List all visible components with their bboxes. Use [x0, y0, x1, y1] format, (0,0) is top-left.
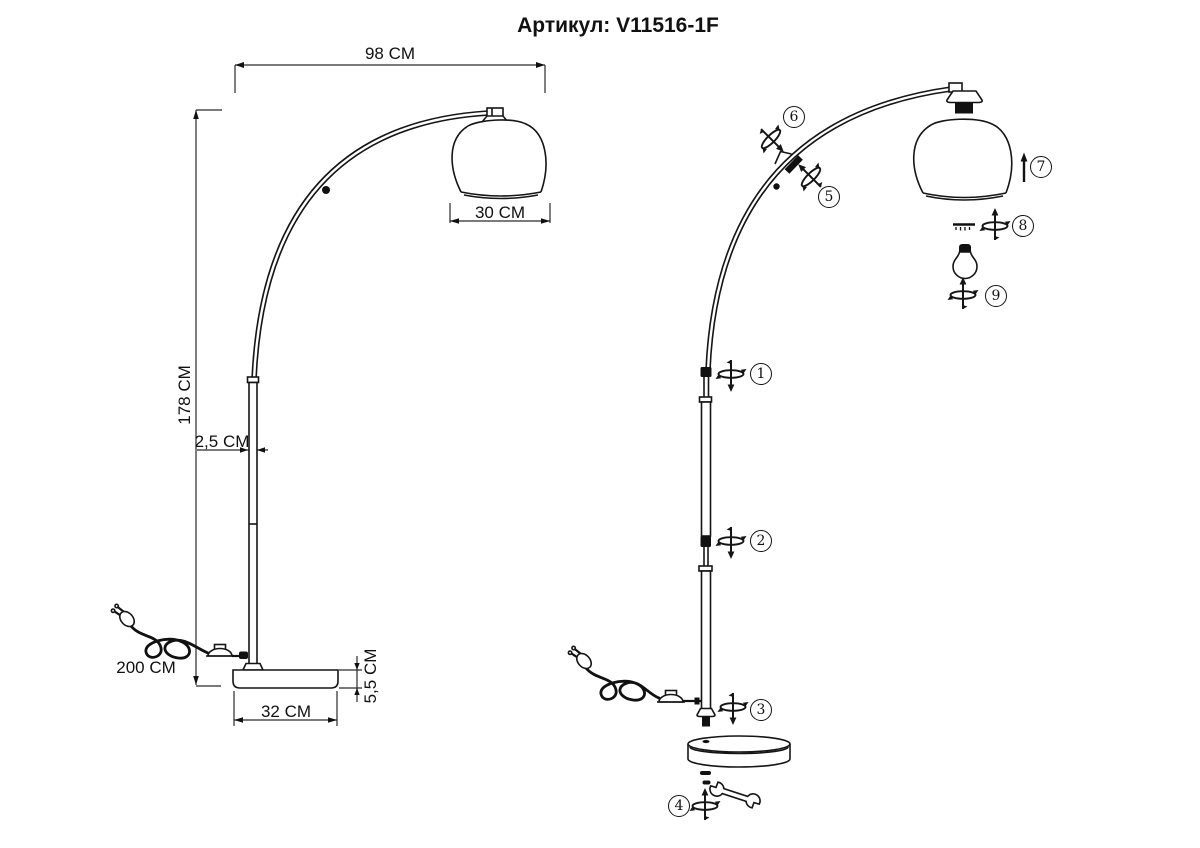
screw-rotation-icon-step2 [714, 526, 748, 560]
step-number-5: 5 [818, 186, 840, 208]
lamp-shade-left [451, 107, 547, 200]
shade-ring-part [953, 223, 975, 231]
screw-rotation-icon-step9 [946, 276, 980, 310]
step-number-4: 4 [668, 795, 690, 817]
arc-connector [784, 155, 803, 174]
step-number-3: 3 [750, 699, 772, 721]
screw-rotation-icon-step3 [716, 692, 750, 726]
arc-end-elbow [774, 150, 792, 165]
insert-direction-arrow-icon [1020, 152, 1028, 182]
power-plug-icon [567, 645, 593, 670]
dim-label-base-height: 5,5 CM [361, 648, 380, 704]
light-bulb-icon [952, 244, 978, 280]
step-number-1: 1 [750, 363, 772, 385]
lamp-pole-left [241, 376, 265, 671]
page-title: Артикул: V11516-1F [517, 14, 719, 37]
screw-rotation-icon-step8 [978, 207, 1012, 241]
wrench-icon [709, 781, 761, 809]
dim-label-shade-diameter: 30 CM [474, 203, 526, 222]
lamp-shade-assembly [913, 118, 1013, 201]
power-cord-right [567, 645, 702, 705]
step-number-9: 9 [985, 285, 1007, 307]
dim-line-arc-width [234, 62, 546, 93]
dim-line-base-height [339, 656, 362, 702]
assembly-base [687, 735, 791, 768]
base-bolts [700, 771, 711, 785]
dim-line-shade [449, 203, 551, 224]
dim-line-height [193, 109, 222, 687]
dim-label-tube-diameter: 2,5 CM [194, 432, 250, 451]
power-cord-left [110, 603, 248, 660]
assembly-arc [705, 86, 952, 371]
dim-label-cord-length: 200 CM [116, 658, 176, 677]
lamp-base-left [232, 669, 339, 689]
inline-switch-icon [206, 643, 234, 657]
dim-label-base-diameter: 32 CM [260, 702, 312, 721]
power-plug-icon [110, 603, 136, 628]
assembly-pole [696, 367, 716, 727]
dim-line-base-width [233, 691, 338, 726]
dim-label-total-height: 178 CM [175, 365, 194, 425]
screw-rotation-icon-step1 [714, 359, 748, 393]
socket-assembly [946, 82, 983, 114]
dim-label-arc-width: 98 CM [364, 44, 416, 63]
base-pole-hole [702, 739, 710, 744]
step-number-8: 8 [1012, 215, 1034, 237]
step-number-2: 2 [750, 530, 772, 552]
assembly-view [567, 82, 1028, 821]
inline-switch-icon [657, 689, 685, 703]
step-number-7: 7 [1030, 156, 1052, 178]
arc-joint-dot [322, 186, 330, 194]
lamp-arc [251, 110, 490, 381]
left-view [110, 62, 551, 726]
step-number-6: 6 [783, 106, 805, 128]
